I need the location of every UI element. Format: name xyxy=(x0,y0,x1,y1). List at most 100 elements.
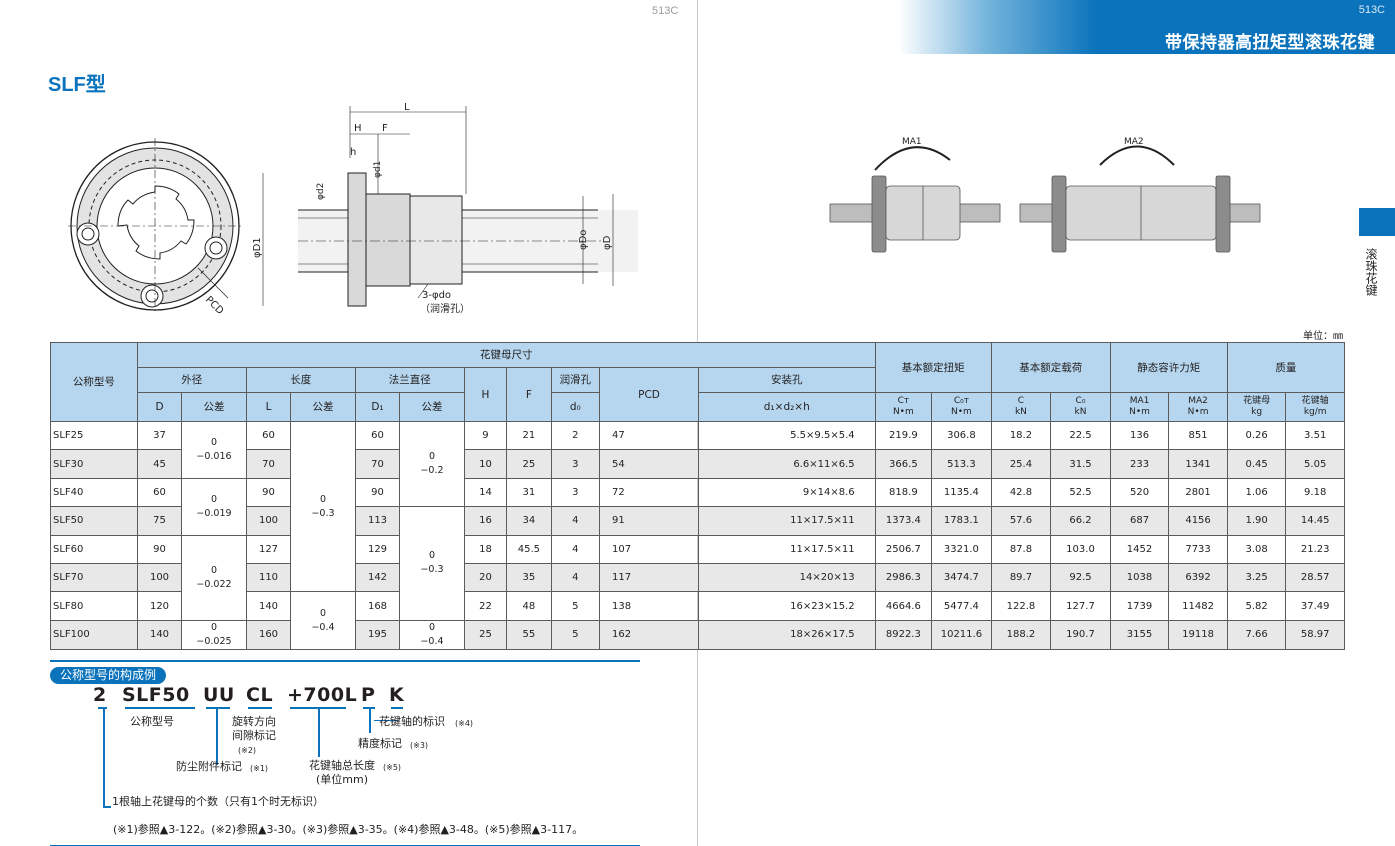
note-3: (※3) xyxy=(410,741,429,750)
lube-hole-note: （润滑孔） xyxy=(420,302,470,315)
code-count: 2 xyxy=(93,684,107,706)
cell-hole: 6.6×11×6.5 xyxy=(697,449,876,479)
side-view xyxy=(262,106,638,307)
col-do: d₀ xyxy=(550,392,601,422)
cell-model: SLF40 xyxy=(50,477,138,508)
leader-count-cap xyxy=(98,707,107,709)
code-seal: UU xyxy=(203,684,235,706)
spec-table: 公称型号 花键母尺寸 基本额定扭矩 基本额定载荷 静态容许力矩 质量 外径 长度… xyxy=(50,342,1346,650)
cell-d1: 129 xyxy=(354,534,401,564)
col-group-mount: 安装孔 xyxy=(697,367,876,393)
col-l-tol: 公差 xyxy=(290,392,356,422)
col-group-outer: 外径 xyxy=(136,367,247,393)
cell-ma2: 851 xyxy=(1168,420,1228,451)
label-nut-count: 1根轴上花键母的个数（只有1个时无标识） xyxy=(112,795,324,808)
cell-d1-tol: 0−0.2 xyxy=(399,420,465,508)
cell-mass-nut: 3.08 xyxy=(1226,534,1287,564)
cell-c0: 103.0 xyxy=(1050,534,1111,564)
cell-ma2: 7733 xyxy=(1168,534,1228,564)
cell-cot: 1783.1 xyxy=(931,506,992,536)
cell-ma1: 1739 xyxy=(1109,591,1170,621)
cell-mass-nut: 1.90 xyxy=(1226,506,1287,536)
leader-seal xyxy=(206,707,230,709)
cell-h: 22 xyxy=(463,591,508,621)
cell-do: 5 xyxy=(550,619,601,650)
cell-ma1: 1038 xyxy=(1109,562,1170,593)
code-clearance: CL xyxy=(246,684,274,706)
leader-length-v xyxy=(318,707,320,757)
cell-h: 14 xyxy=(463,477,508,508)
cell-model: SLF30 xyxy=(50,449,138,479)
cell-c: 89.7 xyxy=(990,562,1052,593)
cell-hole: 18×26×17.5 xyxy=(697,619,876,650)
leader-count xyxy=(103,707,105,807)
side-index-tab[interactable] xyxy=(1359,208,1395,236)
cell-do: 3 xyxy=(550,477,601,508)
cell-cot: 5477.4 xyxy=(931,591,992,621)
cell-hole: 14×20×13 xyxy=(697,562,876,593)
cell-ct: 818.9 xyxy=(874,477,933,508)
col-hole: d₁×d₂×h xyxy=(697,392,876,422)
cell-cot: 1135.4 xyxy=(931,477,992,508)
cell-mass-shaft: 14.45 xyxy=(1285,506,1345,536)
col-d: D xyxy=(136,392,183,422)
cell-ma2: 6392 xyxy=(1168,562,1228,593)
cell-mass-shaft: 21.23 xyxy=(1285,534,1345,564)
cell-hole: 9×14×8.6 xyxy=(697,477,876,508)
code-model: SLF50 xyxy=(122,684,190,706)
cell-do: 5 xyxy=(550,591,601,621)
ma1-label: MA1 xyxy=(902,137,922,147)
dim-l-label: L xyxy=(404,102,410,113)
cell-hole: 11×17.5×11 xyxy=(697,506,876,536)
cell-pcd: 72 xyxy=(599,477,699,508)
col-f: F xyxy=(506,367,552,422)
code-length: +700L xyxy=(287,684,358,706)
cell-do: 2 xyxy=(550,420,601,451)
cell-l: 90 xyxy=(245,477,292,508)
col-group-length: 长度 xyxy=(245,367,356,393)
cell-l: 110 xyxy=(245,562,292,593)
cell-l: 160 xyxy=(245,619,292,650)
label-dust: 防尘附件标记 xyxy=(176,760,242,773)
cell-ma1: 136 xyxy=(1109,420,1170,451)
cell-pcd: 54 xyxy=(599,449,699,479)
cell-d: 120 xyxy=(136,591,183,621)
cell-ct: 1373.4 xyxy=(874,506,933,536)
cell-d1-tol: 0−0.4 xyxy=(399,619,465,650)
cell-d: 90 xyxy=(136,534,183,564)
col-model: 公称型号 xyxy=(50,342,138,422)
cell-d-tol: 0−0.019 xyxy=(181,477,247,536)
col-h: H xyxy=(463,367,508,422)
cell-c0: 190.7 xyxy=(1050,619,1111,650)
cell-f: 55 xyxy=(506,619,552,650)
cell-d-tol: 0−0.016 xyxy=(181,421,247,479)
ma1-arrow-icon xyxy=(874,146,951,171)
cell-c: 57.6 xyxy=(990,506,1052,536)
cell-mass-shaft: 9.18 xyxy=(1285,477,1345,508)
leader-shaft-mark xyxy=(391,707,403,709)
cell-c: 18.2 xyxy=(990,420,1052,451)
cell-cot: 10211.6 xyxy=(931,619,992,650)
cell-d: 37 xyxy=(136,420,183,451)
leader-shaft-mark-h xyxy=(374,720,398,721)
cell-model: SLF60 xyxy=(50,534,138,564)
cell-c0: 31.5 xyxy=(1050,449,1111,479)
cell-mass-nut: 0.45 xyxy=(1226,449,1287,479)
cell-f: 25 xyxy=(506,449,552,479)
ma2-arrow-icon xyxy=(1099,145,1175,166)
cell-ct: 366.5 xyxy=(874,449,933,479)
cell-mass-nut: 1.06 xyxy=(1226,477,1287,508)
cell-l: 100 xyxy=(245,506,292,536)
col-group-mass: 质量 xyxy=(1226,342,1346,393)
cell-mass-shaft: 58.97 xyxy=(1285,619,1345,650)
dim-h-label: H xyxy=(354,123,362,134)
cell-mass-shaft: 37.49 xyxy=(1285,591,1345,621)
cell-cot: 306.8 xyxy=(931,420,992,451)
cell-f: 35 xyxy=(506,562,552,593)
dim-d1-label: φd1 xyxy=(373,161,383,178)
cell-f: 34 xyxy=(506,506,552,536)
code-shaft-mark: K xyxy=(389,684,405,706)
cell-l-tol: 0−0.4 xyxy=(290,591,356,650)
